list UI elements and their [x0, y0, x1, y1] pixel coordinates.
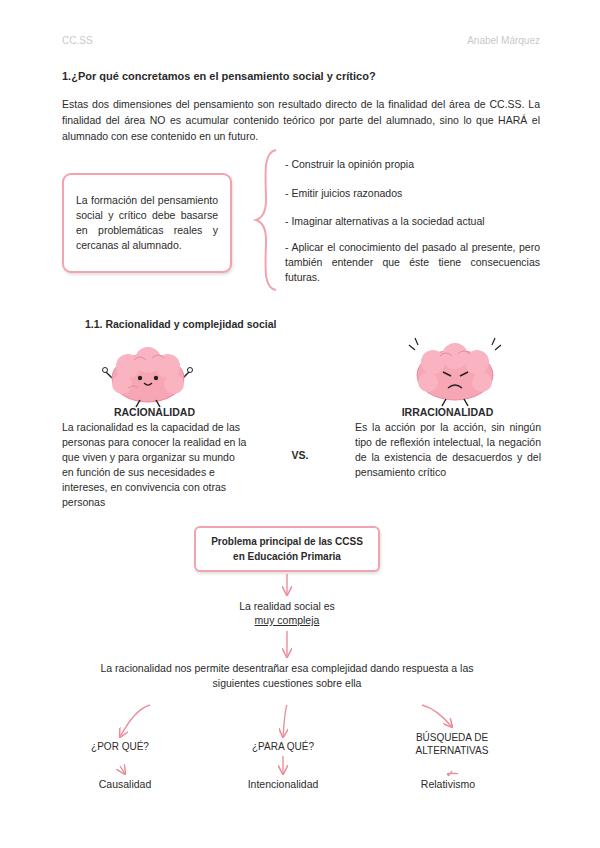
answer-node: Intencionalidad [228, 776, 338, 792]
flow-arrow [286, 631, 287, 657]
answer-node: Causalidad [75, 776, 175, 792]
list-item: - Aplicar el conocimiento del pasado al … [285, 240, 540, 285]
node-text: La realidad social es [209, 599, 365, 613]
node-text: Problema principal de las CCSS en Educac… [204, 534, 370, 564]
node-text: BÚSQUEDA DE ALTERNATIVAS [399, 731, 505, 757]
flow-arrow [448, 771, 452, 774]
answer-node: Relativismo [398, 776, 498, 792]
concept-title: RACIONALIDAD [62, 405, 247, 420]
node-text: Causalidad [77, 778, 173, 790]
node-text: Intencionalidad [230, 778, 336, 790]
list-item: - Imaginar alternativas a la sociedad ac… [285, 214, 540, 229]
concept-definition: Es la acción por la acción, sin ningún t… [355, 420, 541, 480]
curly-brace [256, 150, 276, 290]
node-text: La formación del pensamiento social y cr… [76, 193, 218, 253]
flow-arrow [422, 705, 452, 727]
angry-brain-icon [409, 338, 501, 406]
intro-paragraph: Estas dos dimensiones del pensamiento so… [62, 96, 540, 144]
section-heading: 1.¿Por qué concretamos en el pensamiento… [62, 69, 542, 84]
node-text: La racionalidad nos permite desentrañar … [94, 661, 480, 691]
node-text: ¿POR QUÉ? [72, 741, 168, 752]
statement-box: La formación del pensamiento social y cr… [62, 173, 232, 273]
subsection-heading: 1.1. Racionalidad y complejidad social [85, 317, 485, 332]
flow-text: La realidad social esmuy compleja [207, 597, 367, 629]
problem-box: Problema principal de las CCSS en Educac… [194, 526, 380, 572]
flow-text: La racionalidad nos permite desentrañar … [92, 659, 482, 693]
concept-title: IRRACIONALIDAD [355, 405, 540, 420]
node-text: ¿PARA QUÉ? [235, 741, 331, 752]
page-header: CC.SS [62, 33, 162, 48]
flow-arrow [286, 574, 287, 595]
flow-arrow [283, 705, 287, 737]
question-node: ¿PARA QUÉ? [233, 739, 333, 754]
concept-definition: La racionalidad es la capacidad de las p… [62, 420, 249, 510]
question-node: BÚSQUEDA DE ALTERNATIVAS [397, 729, 507, 759]
question-node: ¿POR QUÉ? [70, 739, 170, 754]
happy-brain-icon [103, 347, 193, 407]
node-text: Relativismo [400, 778, 496, 790]
flow-arrow [120, 705, 150, 737]
flow-arrow [282, 756, 283, 774]
page-author: Anabel Márquez [420, 33, 540, 48]
node-text: muy compleja [209, 613, 365, 627]
versus-label: VS. [280, 448, 320, 463]
flow-arrow [120, 766, 125, 774]
list-item: - Construir la opinión propia [285, 157, 540, 172]
list-item: - Emitir juicios razonados [285, 186, 540, 201]
